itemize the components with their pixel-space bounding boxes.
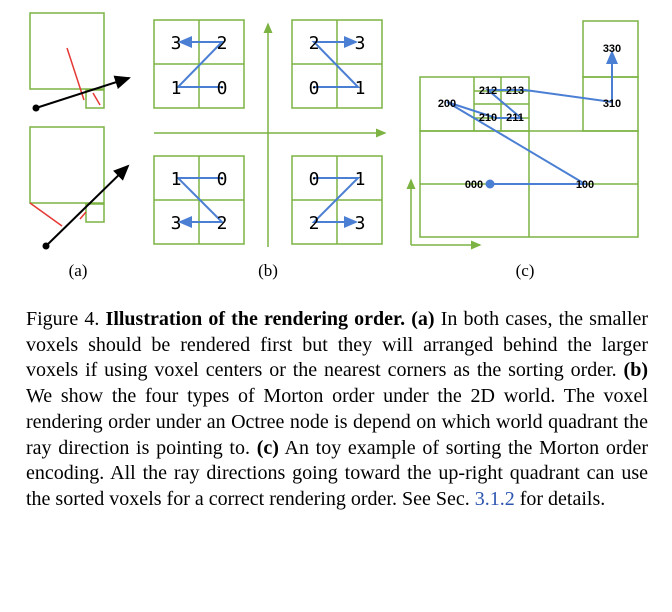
cell-label: 0 — [309, 169, 320, 190]
label-c: (c) — [516, 261, 535, 280]
code-label: 210 — [479, 112, 497, 124]
cell-label: 2 — [309, 213, 320, 234]
caption-title: Illustration of the rendering order. — [105, 308, 406, 330]
start-dot — [485, 179, 495, 189]
cell-label: 3 — [171, 213, 182, 234]
caption-tail: for details. — [519, 487, 606, 510]
caption-b-label: (b) — [623, 359, 648, 382]
ray-arrow-bottom — [45, 164, 130, 247]
large-voxel-top — [29, 12, 105, 90]
caption-c-text: An toy example of sorting the Morton ord… — [26, 436, 649, 510]
code-label: 000 — [465, 179, 483, 191]
label-b: (b) — [258, 261, 278, 280]
code-label: 330 — [603, 43, 621, 55]
voxel-310 — [582, 76, 639, 132]
morton-sort-path — [446, 50, 618, 185]
caption-a-label: (a) — [411, 308, 435, 330]
corner-line-bottom — [29, 202, 63, 227]
quadrant-bottom-left: 1 0 3 2 — [153, 155, 245, 245]
corner-line-bottom-small — [79, 211, 87, 220]
code-label: 212 — [479, 85, 497, 97]
cell-label: 1 — [171, 169, 182, 190]
figure-caption: Figure 4. Illustration of the rendering … — [26, 307, 648, 513]
figure-svg: (a) 3 2 1 0 2 3 0 1 — [29, 12, 639, 280]
ray-origin-top — [32, 104, 40, 112]
cell-label: 2 — [217, 213, 228, 234]
small-voxel-bottom — [85, 203, 105, 223]
ray-arrow-top — [35, 75, 131, 109]
cell-label: 3 — [355, 33, 366, 54]
panel-c: 330 310 212 213 200 210 211 000 100 (c) — [406, 20, 639, 280]
caption-c-label: (c) — [256, 436, 279, 459]
label-a: (a) — [69, 261, 88, 280]
code-label: 200 — [438, 98, 456, 110]
morton-path-bottom-left — [175, 177, 225, 228]
code-label: 211 — [506, 112, 524, 124]
cell-label: 0 — [309, 78, 320, 99]
figure: (a) 3 2 1 0 2 3 0 1 — [0, 0, 672, 300]
corner-line-top-small — [92, 92, 101, 106]
caption-a-text: In both cases, the smaller voxels should… — [26, 308, 649, 382]
cell-label: 1 — [355, 169, 366, 190]
morton-path-top-left — [175, 36, 225, 88]
panel-b: 3 2 1 0 2 3 0 1 1 0 3 2 — [153, 19, 387, 280]
ray-origin-bottom — [42, 242, 50, 250]
code-label: 213 — [506, 85, 524, 97]
large-voxel-bottom — [29, 126, 105, 204]
small-voxel-top — [85, 89, 105, 109]
quadrant-bottom-right: 0 1 2 3 — [291, 155, 383, 245]
morton-path-bottom-right — [311, 177, 361, 228]
panel-a: (a) — [29, 12, 131, 280]
quadrant-top-right: 2 3 0 1 — [291, 19, 383, 109]
cell-label: 2 — [217, 33, 228, 54]
cell-label: 0 — [217, 78, 228, 99]
section-reference-link[interactable]: 3.1.2 — [474, 487, 515, 510]
cell-label: 0 — [217, 169, 228, 190]
figure-number: Figure 4. — [26, 308, 100, 330]
cell-label: 1 — [171, 78, 182, 99]
quadrant-top-left: 3 2 1 0 — [153, 19, 245, 109]
morton-path-top-right — [311, 36, 361, 88]
cell-label: 2 — [309, 33, 320, 54]
code-label: 310 — [603, 98, 621, 110]
cell-label: 3 — [171, 33, 182, 54]
code-label: 100 — [576, 179, 594, 191]
corner-line-top — [66, 47, 85, 101]
cell-label: 1 — [355, 78, 366, 99]
cell-label: 3 — [355, 213, 366, 234]
caption-b-text: We show the four types of Morton order u… — [26, 385, 648, 459]
